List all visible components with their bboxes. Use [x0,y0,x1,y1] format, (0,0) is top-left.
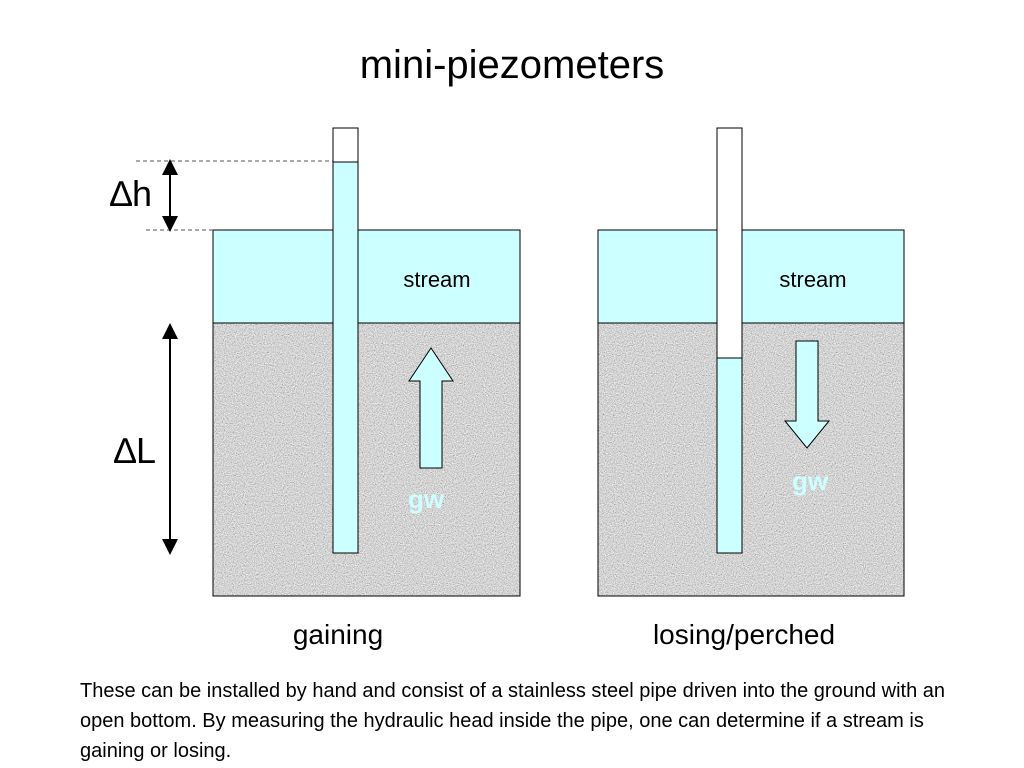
caption-gaining: gaining [293,619,383,650]
caption-losing: losing/perched [653,619,835,650]
flow-label-right: gw [792,466,829,496]
pipe-empty-right [716,127,743,359]
panel-losing: stream gw losing/perched [597,127,905,650]
delta-L-label: ∆L [114,430,156,471]
stream-label-left: stream [403,267,470,292]
stream-water-right [597,229,905,324]
flow-arrow-up-icon [408,347,454,469]
delta-h-annotation: ∆h [110,159,333,232]
stream-water-left [212,229,521,324]
flow-arrow-down-icon [783,340,831,449]
sediment-texture-left [213,323,520,596]
delta-h-label: ∆h [110,173,152,214]
panel-gaining: stream gw gaining [212,127,521,650]
sediment-texture-right [598,323,904,596]
pipe-water-right [716,357,743,554]
stream-label-right: stream [779,267,846,292]
pipe-water-left [332,161,359,554]
flow-label-left: gw [408,484,445,514]
description-text: These can be installed by hand and consi… [80,680,945,762]
diagram-title: mini-piezometers [359,43,665,87]
sediment-outline-left [212,322,521,597]
sediment-outline-right [597,322,905,597]
pipe-empty-left [332,127,359,163]
delta-L-annotation: ∆L [114,323,178,555]
